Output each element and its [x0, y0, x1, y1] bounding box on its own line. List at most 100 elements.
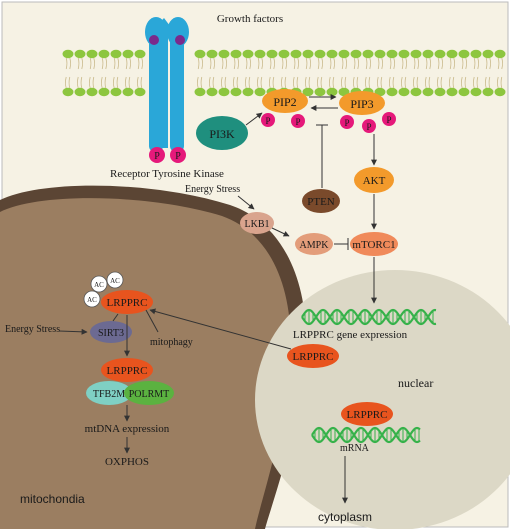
lipid-tail	[213, 57, 215, 70]
lipid-tail	[377, 76, 379, 89]
lipid-tail	[305, 76, 307, 89]
lipid-tail	[393, 57, 395, 70]
tfb2m-node: TFB2M	[86, 381, 132, 405]
lipid-tail	[89, 76, 91, 89]
energy-stress-top-label: Energy Stress	[185, 184, 240, 195]
lipid-head	[302, 49, 314, 59]
lipid-tail	[125, 57, 128, 70]
lipid-tail	[293, 57, 296, 70]
lipid-tail	[389, 57, 392, 70]
dna-strand	[301, 308, 437, 326]
lipid-tail	[65, 57, 68, 70]
lipid-tail	[81, 57, 83, 70]
lipid-tail	[461, 57, 464, 70]
svg-text:AKT: AKT	[363, 175, 386, 187]
mitochondria-label: mitochondia	[20, 492, 85, 506]
lipid-tail	[297, 57, 299, 70]
energy-stress-left-label: Energy Stress	[5, 324, 60, 335]
lipid-head	[374, 49, 386, 59]
lipid-tail	[305, 57, 308, 70]
pip3-phosphate-3: P	[382, 112, 396, 126]
svg-text:SIRT3: SIRT3	[98, 328, 124, 339]
lipid-tail	[417, 57, 419, 70]
lipid-head	[62, 87, 74, 97]
pip2-node: PIP2	[262, 89, 308, 113]
lipid-tail	[320, 76, 323, 89]
polrmt-node: POLRMT	[124, 381, 174, 405]
lipid-head	[74, 87, 86, 97]
lipid-head	[62, 49, 74, 59]
lipid-tail	[257, 76, 259, 89]
svg-text:PTEN: PTEN	[307, 196, 335, 208]
lipid-tail	[437, 57, 440, 70]
lipid-tail	[137, 57, 140, 70]
lipid-head	[470, 87, 482, 97]
lipid-tail	[344, 76, 347, 89]
lipid-tail	[389, 76, 391, 89]
lipid-tail	[461, 76, 463, 89]
lipid-tail	[272, 76, 275, 89]
lrpprc-nuclear-node: LRPPRC	[287, 344, 339, 368]
lipid-tail	[284, 76, 287, 89]
lipid-tail	[77, 76, 79, 89]
lipid-tail	[500, 76, 503, 89]
lipid-head	[398, 49, 410, 59]
lipid-tail	[237, 57, 239, 70]
lipid-head	[410, 87, 422, 97]
lipid-head	[326, 87, 338, 97]
lipid-tail	[413, 57, 416, 70]
lipid-tail	[329, 76, 331, 89]
lipid-tail	[309, 57, 311, 70]
lipid-tail	[125, 76, 127, 89]
svg-text:PI3K: PI3K	[209, 127, 235, 141]
lipid-tail	[137, 76, 139, 89]
lipid-tail	[117, 57, 119, 70]
lipid-head	[194, 87, 206, 97]
lipid-tail	[308, 76, 311, 89]
lipid-tail	[477, 57, 479, 70]
lipid-tail	[485, 76, 487, 89]
lipid-tail	[104, 76, 107, 89]
lipid-head	[434, 87, 446, 97]
lipid-head	[446, 49, 458, 59]
svg-text:P: P	[344, 118, 349, 128]
lipid-tail	[224, 76, 227, 89]
lipid-head	[398, 87, 410, 97]
lipid-tail	[440, 76, 443, 89]
svg-text:P: P	[295, 117, 300, 127]
lipid-tail	[425, 57, 428, 70]
mtdna-expression-label: mtDNA expression	[85, 423, 170, 435]
lipid-tail	[236, 76, 239, 89]
pten-inhibition-line	[316, 124, 328, 188]
lipid-tail	[281, 57, 284, 70]
lipid-tail	[201, 57, 203, 70]
svg-text:TFB2M: TFB2M	[93, 389, 125, 400]
lipid-tail	[429, 57, 431, 70]
lipid-head	[278, 49, 290, 59]
lipid-head	[98, 49, 110, 59]
lipid-head	[86, 49, 98, 59]
svg-text:PIP3: PIP3	[350, 97, 373, 111]
lipid-head	[494, 87, 506, 97]
pi3k-node: PI3K	[196, 116, 248, 150]
lipid-tail	[89, 57, 92, 70]
lipid-tail	[245, 76, 247, 89]
lipid-tail	[425, 76, 427, 89]
svg-text:LRPPRC: LRPPRC	[107, 365, 148, 377]
lipid-head	[122, 87, 134, 97]
lipid-tail	[332, 76, 335, 89]
lipid-tail	[441, 57, 443, 70]
arrow-energy-stress-to-lkb1	[237, 195, 255, 210]
lipid-tail	[392, 76, 395, 89]
lipid-tail	[93, 57, 95, 70]
lipid-tail	[413, 76, 415, 89]
lipid-tail	[101, 57, 104, 70]
lipid-tail	[452, 76, 455, 89]
lipid-tail	[221, 76, 223, 89]
lipid-tail	[353, 57, 356, 70]
oxphos-label: OXPHOS	[105, 456, 149, 468]
lipid-tail	[248, 76, 251, 89]
lipid-tail	[345, 57, 347, 70]
